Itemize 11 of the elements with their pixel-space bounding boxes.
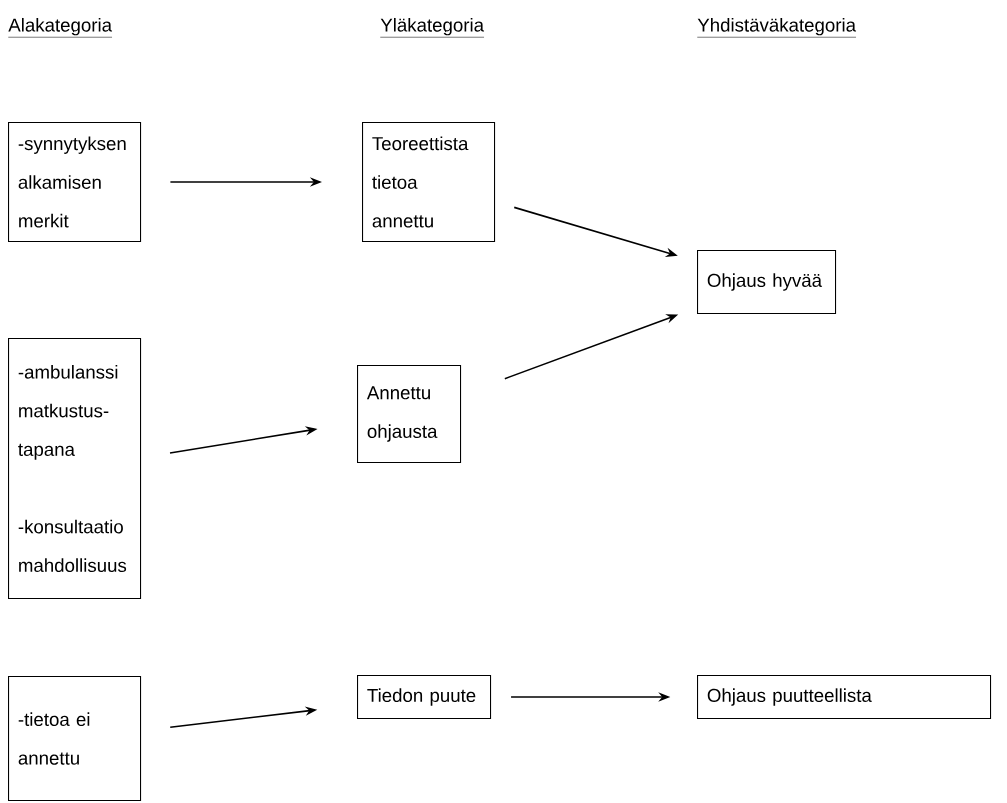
category-box: Annettu ohjausta: [357, 365, 462, 464]
category-box: -tietoa ei annettu: [8, 676, 142, 802]
category-box: Teoreettista tietoa annettu: [362, 122, 496, 243]
category-box: Tiedon puute: [357, 675, 492, 720]
column-heading: Alakategoria: [8, 17, 113, 38]
category-box: Ohjaus hyvää: [697, 250, 837, 315]
category-box: -synnytyksen alkamisen merkit: [8, 122, 142, 243]
column-heading: Yhdistäväkategoria: [697, 17, 857, 38]
category-box: Ohjaus puutteellista: [697, 675, 992, 720]
column-heading: Yläkategoria: [380, 17, 485, 38]
category-box: -ambulanssi matkustus- tapana -konsultaatio mahdollisuus: [8, 338, 142, 600]
